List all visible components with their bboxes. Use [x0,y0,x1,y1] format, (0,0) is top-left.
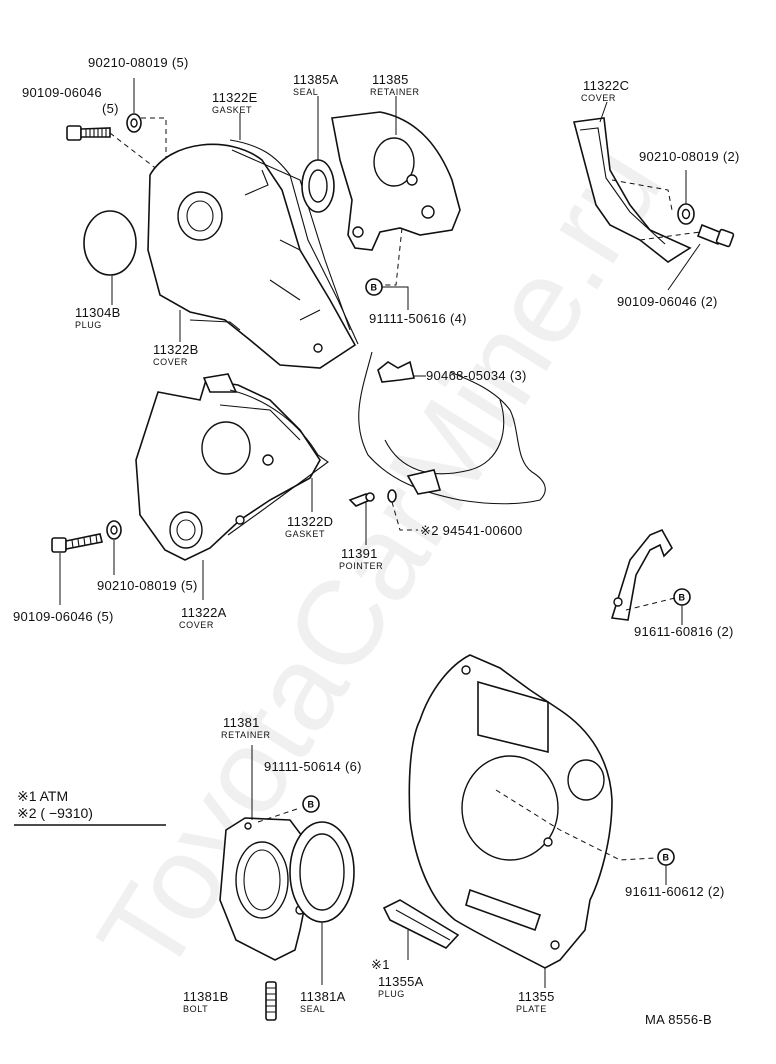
label-90210-08019-left: 90210-08019 (5) [97,578,198,593]
label-11322C-name: COVER [581,93,617,103]
cover-11322B-icon [147,143,357,369]
label-91111-50616: 91111-50616 (4) [369,311,467,326]
label-11385-name: RETAINER [370,87,420,97]
label-11322E: 11322E [212,90,258,105]
seal-11381A-icon [289,821,355,923]
label-11322A-name: COVER [179,620,215,630]
b-mark-4: B [308,800,315,810]
label-11385A-name: SEAL [293,87,319,97]
label-11355A: 11355A [378,974,424,989]
plug-11304B-icon [83,210,137,276]
washer-90210-right-icon [677,203,695,225]
label-11381A: 11381A [300,989,346,1004]
label-11355-name: PLATE [516,1004,547,1014]
label-11381-name: RETAINER [221,730,271,740]
label-90210-08019-top: 90210-08019 (5) [88,55,189,70]
label-11322D-name: GASKET [285,529,326,539]
b-mark-3: B [663,853,670,863]
label-11322E-name: GASKET [212,105,253,115]
plug-11355A-icon [382,899,460,949]
label-11355: 11355 [518,989,555,1004]
b-mark-2: B [679,593,686,603]
pointer-11391-icon [348,492,375,507]
label-11391-name: POINTER [339,561,384,571]
label-11385A: 11385A [293,72,339,87]
label-11322B-name: COVER [153,357,189,367]
label-90468-05034: 90468-05034 (3) [426,368,527,383]
retainer-11381-icon [219,817,311,961]
label-11322C: 11322C [583,78,630,93]
washer-90210-left-icon [106,520,122,540]
label-11304B: 11304B [75,305,121,320]
label-11322D: 11322D [287,514,334,529]
label-11322B: 11322B [153,342,199,357]
cover-11322C-icon [572,117,692,263]
bolt-90109-top-icon [66,125,111,141]
label-91611-60612: 91611-60612 (2) [625,884,725,899]
bracket-icon [610,528,673,621]
label-90109-06046-right: 90109-06046 (2) [617,294,718,309]
label-11355A-mark: ※1 [371,957,390,972]
label-90109-06046-left: 90109-06046 (5) [13,609,114,624]
drawing-code: MA 8556-B [645,1012,713,1027]
label-11391: 11391 [341,546,378,561]
seal-11385A-icon [301,159,335,213]
note-line-1: ※1 ATM [17,788,69,804]
b-mark-1: B [371,283,378,293]
plate-11355-icon [408,654,613,969]
label-11381A-name: SEAL [300,1004,326,1014]
label-11322A: 11322A [181,605,227,620]
retainer-11385-icon [331,111,461,251]
label-90109-06046-top: 90109-06046 [22,85,102,100]
label-11381B-name: BOLT [183,1004,209,1014]
note-line-2: ※2 ( −9310) [17,805,93,821]
label-90109-06046-top-qty: (5) [102,101,119,116]
label-11381B: 11381B [183,989,229,1004]
label-11381: 11381 [223,715,260,730]
label-90210-08019-right: 90210-08019 (2) [639,149,740,164]
label-91611-60816: 91611-60816 (2) [634,624,734,639]
engine-block-outline-icon [358,351,546,505]
cover-11322A-icon [135,373,321,561]
label-11304B-name: PLUG [75,320,102,330]
label-94541-00600: ※2 94541-00600 [420,523,523,538]
washer-90210-top-icon [126,113,142,133]
stud-bolt-11381B-icon [265,981,277,1021]
label-11355A-name: PLUG [378,989,405,999]
bolt-90109-right-icon [696,223,735,248]
label-91111-50614: 91111-50614 (6) [264,759,362,774]
bolt-90109-left-icon [51,533,103,553]
label-11385: 11385 [372,72,409,87]
